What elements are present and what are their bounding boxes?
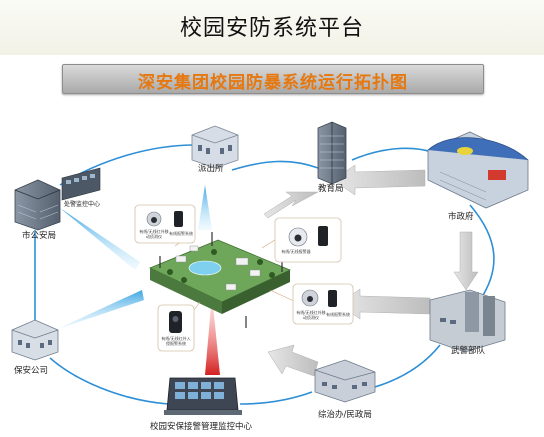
label-city-public-security: 市公安局	[22, 231, 57, 241]
link-lines	[34, 144, 495, 405]
link-education-government	[351, 147, 433, 161]
link-police-education	[231, 160, 319, 171]
monitor-center-video-wall	[164, 377, 242, 415]
arrow-from-office	[267, 344, 319, 377]
gray-arrows	[263, 164, 479, 377]
arrow-from-education	[263, 191, 319, 219]
alarm-center-rack	[61, 167, 101, 201]
beam-to-publicsec	[60, 208, 140, 270]
security-company-building	[11, 319, 59, 361]
label-campus-monitor-center: 校园安保接警管理监控中心	[150, 422, 253, 432]
beam-to-security	[55, 290, 144, 330]
link-government-armed	[469, 204, 495, 301]
label-device-3b: 有线报警系统	[326, 312, 350, 317]
label-device-1a: 有线/无线红外移动侦测仪	[139, 229, 169, 239]
label-police-station: 派出所	[198, 164, 224, 174]
armed-police-building	[429, 289, 506, 353]
label-device-4: 有线/无线红外入侵报警系统	[161, 336, 191, 346]
device-callout-3	[269, 283, 354, 325]
beam-to-monitor	[205, 295, 220, 375]
header-bar: 校园安防系统平台	[0, 0, 544, 55]
device-callout-2	[261, 217, 342, 263]
arrow-down-to-armed	[453, 231, 479, 291]
device-callout-1	[134, 204, 196, 247]
city-government-building	[427, 131, 529, 209]
arrow-from-government	[332, 164, 426, 196]
label-comprehensive-office: 综治办/民政局	[318, 410, 372, 420]
label-education-bureau: 教育局	[318, 184, 344, 194]
diagram-banner-title: 深安集团校园防暴系统运行拓扑图	[138, 73, 408, 93]
city-public-security-building	[14, 179, 61, 231]
comprehensive-office-building	[314, 359, 376, 403]
label-device-2: 有线/无线报警器	[281, 249, 311, 254]
label-device-3a: 有线/无线红外移动侦测仪	[296, 310, 326, 320]
label-alarm-center: 处警监控中心	[64, 201, 101, 208]
device-callout-4	[157, 301, 201, 352]
link-monitor-security	[49, 357, 169, 405]
beam-to-police	[198, 185, 212, 230]
label-security-company: 保安公司	[14, 366, 49, 376]
education-bureau-building	[317, 121, 347, 185]
page-title: 校园安防系统平台	[179, 16, 364, 41]
label-city-government: 市政府	[448, 212, 474, 222]
link-office-monitor	[239, 391, 313, 405]
label-armed-police: 武警部队	[451, 346, 486, 356]
signal-beams	[55, 185, 220, 375]
police-station-building	[191, 125, 239, 169]
diagram-banner: 深安集团校园防暴系统运行拓扑图	[62, 64, 484, 94]
campus-model	[149, 232, 291, 328]
label-device-1b: 有线报警系统	[169, 231, 193, 236]
